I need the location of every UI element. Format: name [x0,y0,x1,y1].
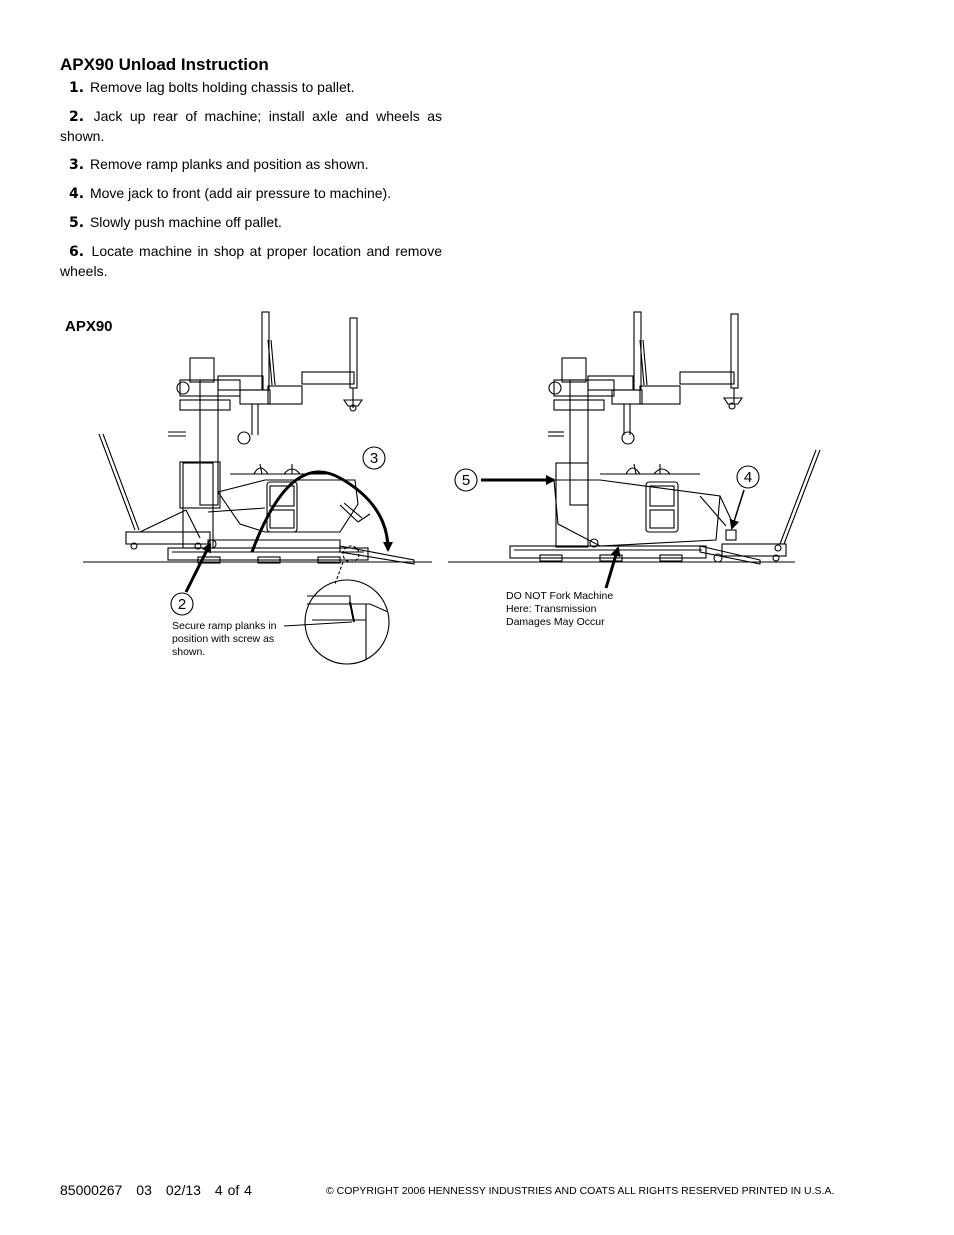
arrow-fork-warning [604,546,621,589]
machine-right-illustration [448,311,821,565]
step-number: 5. [69,215,85,231]
arrow-4 [729,489,745,530]
callout-5 [454,468,478,492]
instruction-steps: 1. Remove lag bolts holding chassis to p… [60,78,442,290]
unload-diagram: 3 2 5 4 [83,311,821,665]
callout-3 [362,446,386,470]
callout-2-label: 2 [178,596,186,613]
callout-3-label: 3 [370,450,378,467]
arrow-2 [184,542,212,593]
step-6: 6. Locate machine in shop at proper loca… [60,242,442,281]
step-number: 3. [69,157,85,173]
step-text: Remove ramp planks and position as shown… [89,156,369,172]
revision: 03 [136,1182,152,1198]
step-number: 4. [69,186,85,202]
page-number: 4 of 4 [214,1182,252,1198]
pallet-right [509,545,707,559]
callout-4-label: 4 [744,469,752,486]
part-number: 85000267 [60,1182,123,1198]
step-3: 3. Remove ramp planks and position as sh… [60,155,442,175]
ramp-screw-note: Secure ramp planks in position with scre… [172,620,277,658]
column-upper-left [199,379,219,506]
callout-2 [170,592,194,616]
step-number: 6. [69,244,85,260]
step-text: Move jack to front (add air pressure to … [89,185,392,201]
machine-body-right [553,479,721,547]
date: 02/13 [165,1182,201,1198]
fork-warning-note: DO NOT Fork Machine Here: Transmission D… [506,590,614,628]
floor-jack-left [98,433,217,550]
machine-left-illustration [83,311,432,565]
page-title: APX90 Unload Instruction [60,55,269,74]
detail-circle-screw [283,545,390,665]
floor-jack-right [721,449,821,562]
step-text: Slowly push machine off pallet. [89,214,282,230]
callout-5-label: 5 [462,472,470,489]
curved-arrow-3 [250,470,393,553]
callout-4 [736,465,760,489]
step-1: 1. Remove lag bolts holding chassis to p… [60,78,442,98]
step-number: 1. [69,80,85,96]
step-2: 2. Jack up rear of machine; install axle… [60,107,442,146]
step-5: 5. Slowly push machine off pallet. [60,213,442,233]
ramp-plank-left [339,545,415,565]
step-text: Jack up rear of machine; install axle an… [60,108,442,144]
machine-body-left [217,479,359,533]
step-4: 4. Move jack to front (add air pressure … [60,184,442,204]
step-text: Remove lag bolts holding chassis to pall… [89,79,355,95]
copyright: © COPYRIGHT 2006 HENNESSY INDUSTRIES AND… [326,1185,835,1197]
figure-label: APX90 [65,318,113,335]
step-text: Locate machine in shop at proper locatio… [60,243,443,279]
turntable-left [230,463,332,475]
footer-doc-info: 85000267 03 02/13 4 of 4 [60,1182,266,1198]
helper-arm-left [301,371,355,385]
ramp-plank-right [699,545,761,565]
step-number: 2. [69,109,85,125]
